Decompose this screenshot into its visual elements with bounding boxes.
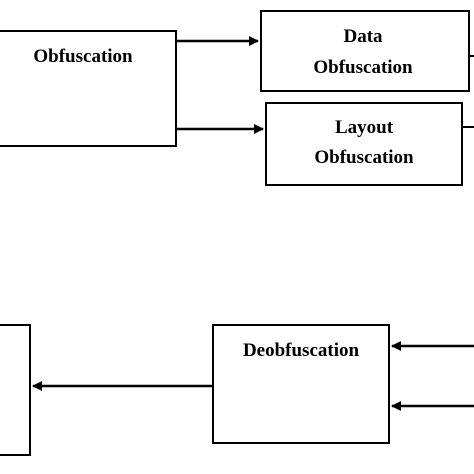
obfuscation-label: Obfuscation bbox=[33, 46, 133, 67]
data-obfuscation-label-line2: Obfuscation bbox=[313, 57, 413, 78]
obfuscation-box bbox=[0, 30, 177, 147]
layout-obfuscation-label-line1: Layout bbox=[335, 117, 394, 138]
data-obfuscation-box bbox=[260, 10, 470, 92]
layout-obfuscation-label-line2: Obfuscation bbox=[314, 147, 414, 168]
output-box-partial bbox=[0, 324, 31, 456]
data-obfuscation-label-line1: Data bbox=[343, 26, 383, 47]
deobfuscation-box bbox=[212, 324, 390, 444]
layout-obfuscation-box bbox=[265, 102, 463, 186]
deobfuscation-label: Deobfuscation bbox=[243, 340, 360, 361]
